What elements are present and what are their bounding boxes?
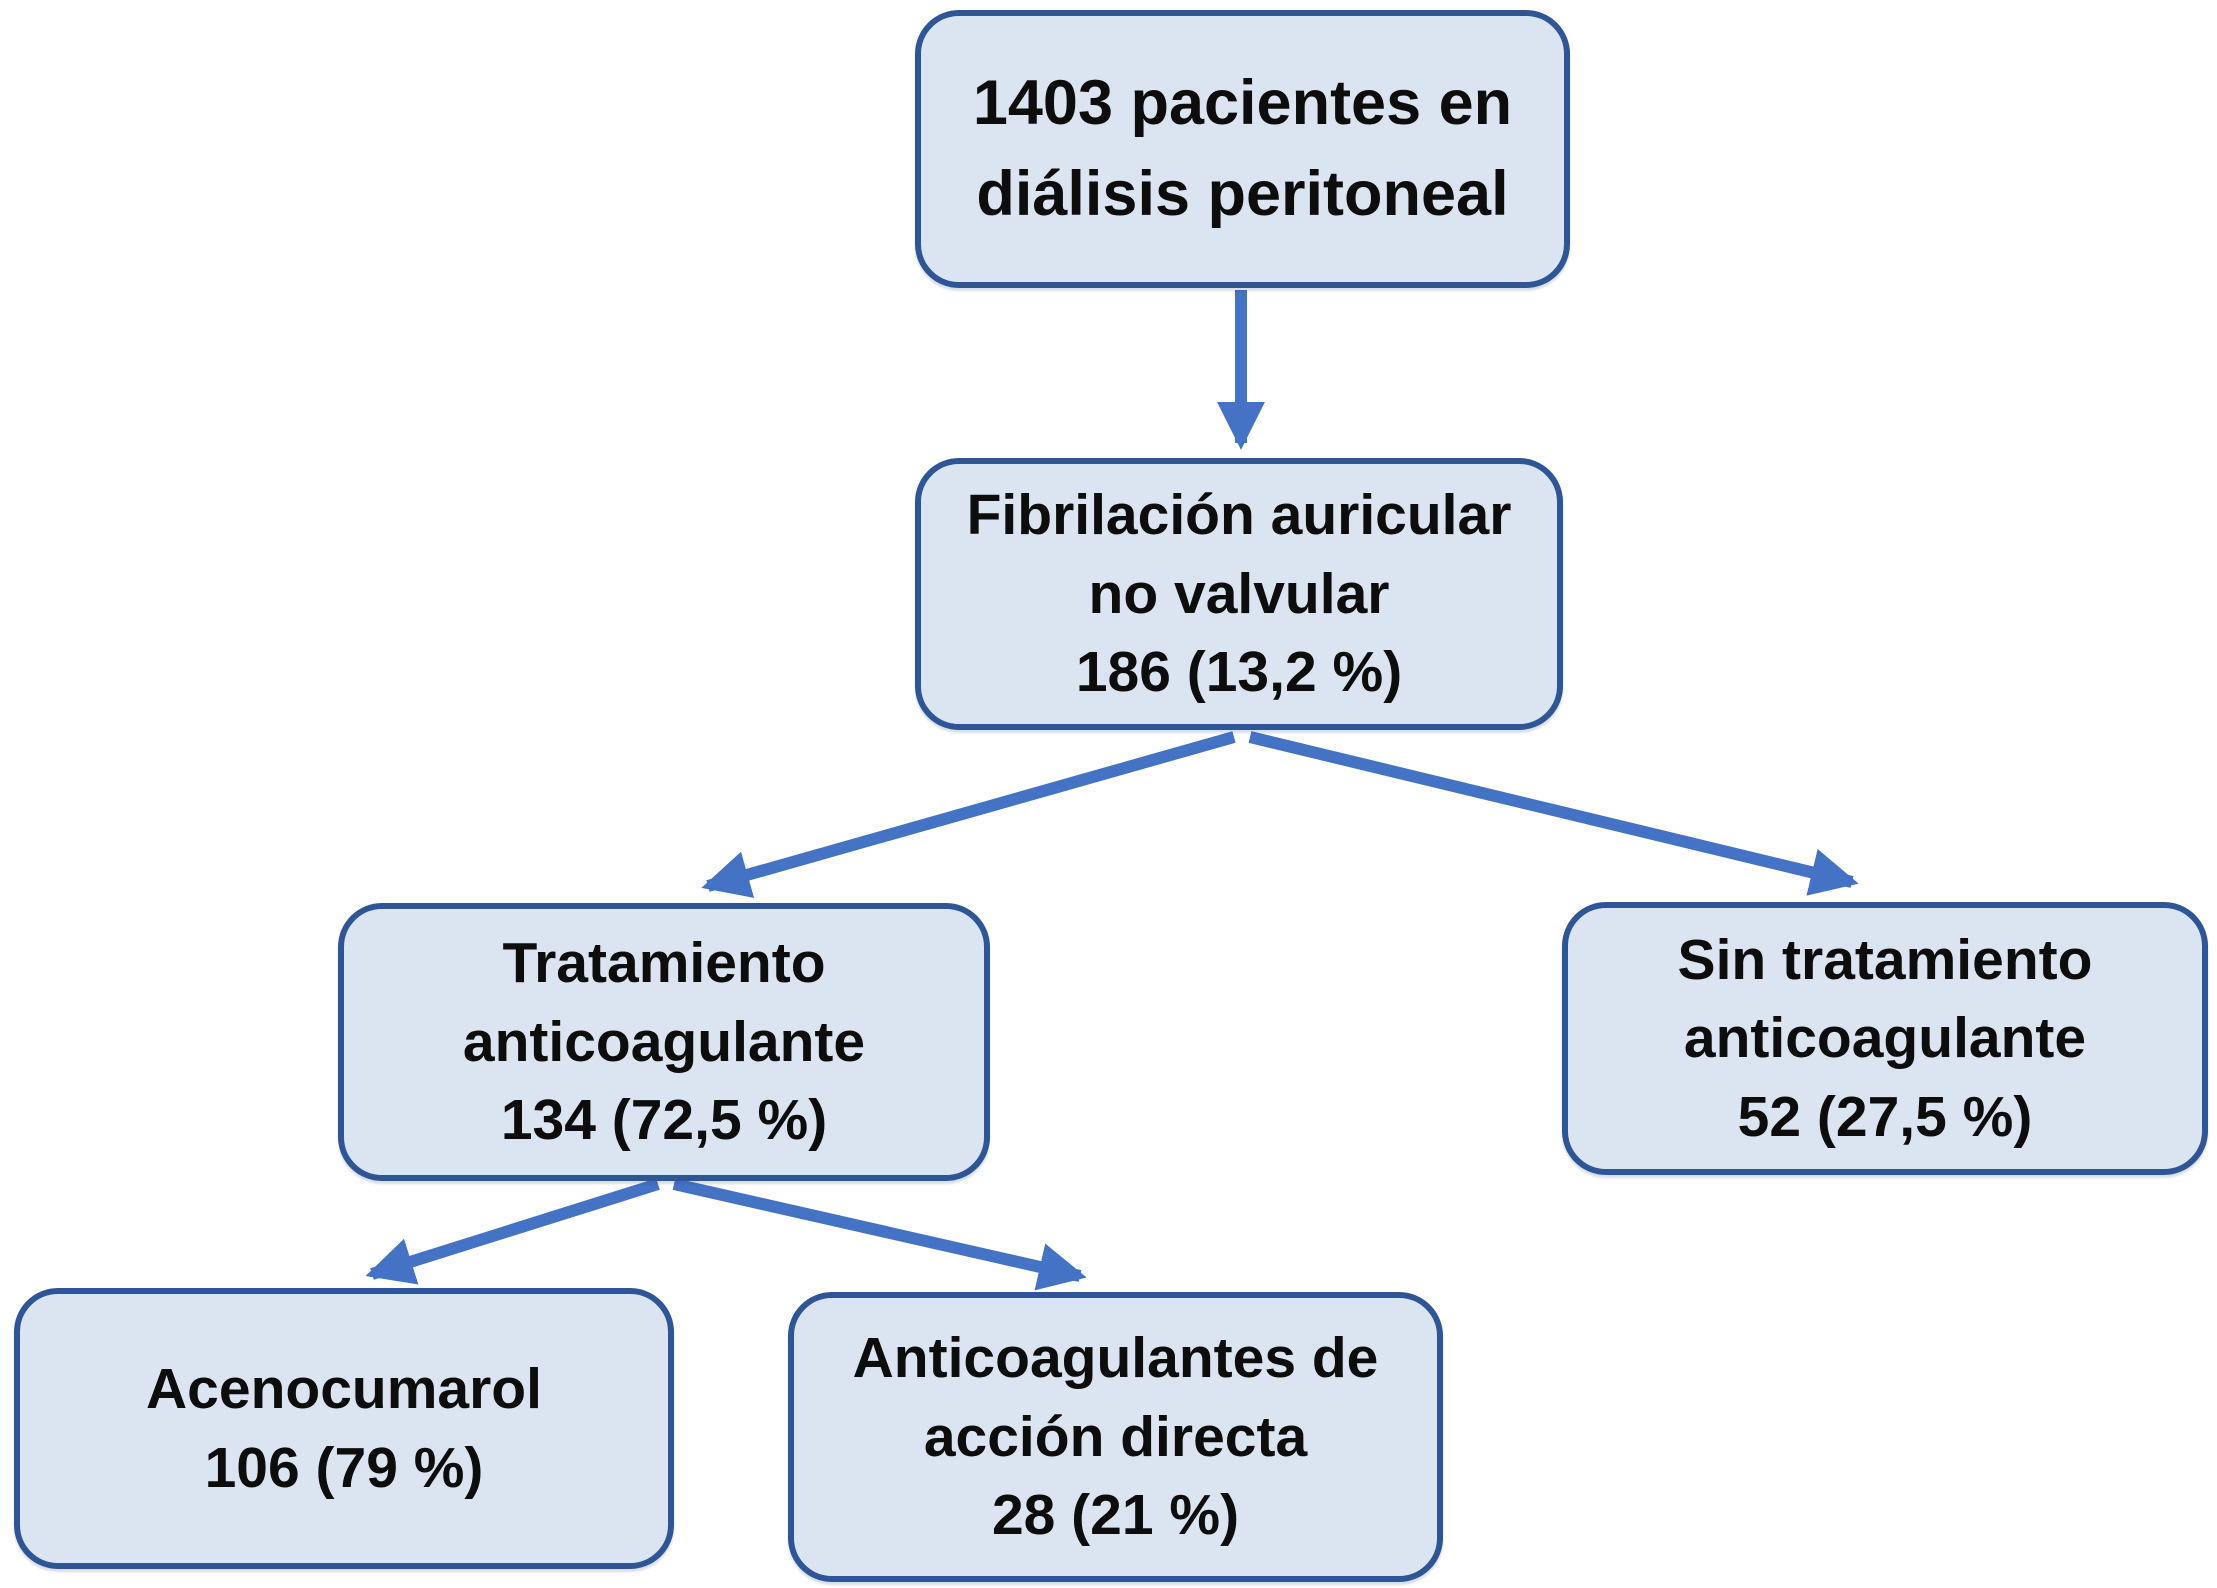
node-peritoneal-dialysis-label: 1403 pacientes en diálisis peritoneal [972, 67, 1513, 229]
node-direct-acting-anticoagulants-label: Anticoagulantes de acción directa 28 (21… [852, 1326, 1379, 1548]
node-no-anticoagulant-treatment-label: Sin tratamiento anticoagulante 52 (27,5 … [1677, 927, 2093, 1149]
arrow-treatment-to-doac [672, 1178, 1087, 1291]
node-no-anticoagulant-treatment: Sin tratamiento anticoagulante 52 (27,5 … [1562, 902, 2208, 1175]
arrow-treatment-to-acenocumarol [365, 1178, 660, 1285]
node-peritoneal-dialysis: 1403 pacientes en diálisis peritoneal [915, 10, 1570, 288]
node-acenocumarol: Acenocumarol 106 (79 %) [14, 1288, 674, 1569]
node-anticoagulant-treatment-label: Tratamiento anticoagulante 134 (72,5 %) [462, 931, 866, 1153]
node-acenocumarol-label: Acenocumarol 106 (79 %) [146, 1356, 542, 1500]
node-nonvalvular-af-label: Fibrilación auricular no valvular 186 (1… [966, 483, 1512, 705]
arrow-af-to-no-treatment [1248, 731, 1859, 896]
node-nonvalvular-af: Fibrilación auricular no valvular 186 (1… [915, 458, 1563, 730]
arrow-af-to-treatment [701, 731, 1236, 898]
node-direct-acting-anticoagulants: Anticoagulantes de acción directa 28 (21… [788, 1292, 1443, 1582]
node-anticoagulant-treatment: Tratamiento anticoagulante 134 (72,5 %) [338, 903, 990, 1181]
